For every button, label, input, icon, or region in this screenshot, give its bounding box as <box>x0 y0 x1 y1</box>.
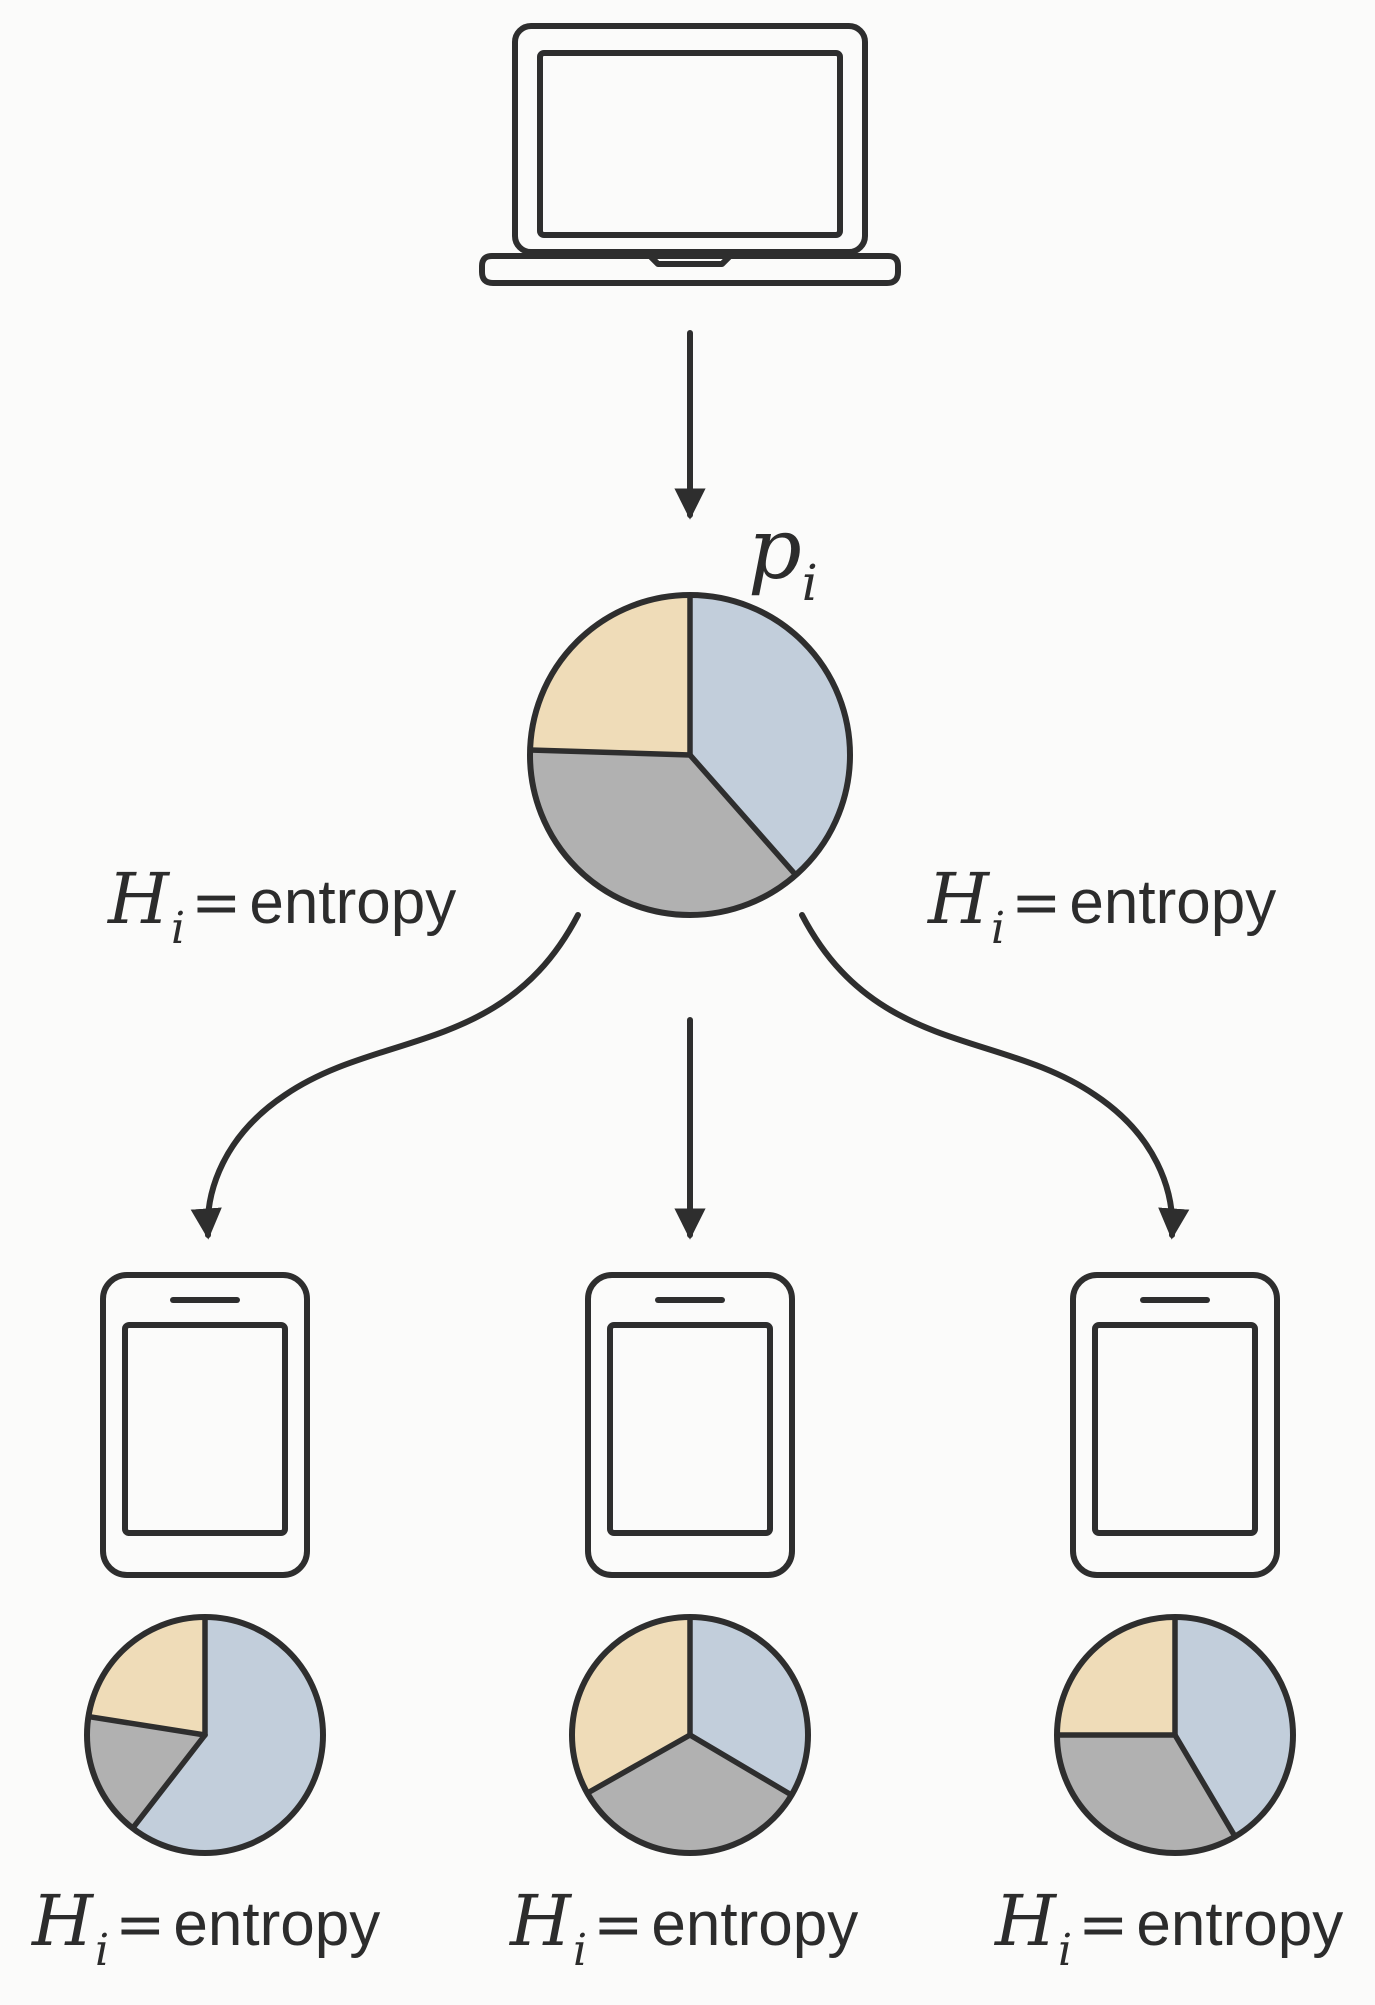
phone-icon <box>100 1272 310 1578</box>
pie-outline <box>1054 1614 1296 1856</box>
arrow-to-device-3 <box>799 912 1190 1240</box>
entropy-subscript: i <box>171 903 186 954</box>
equals-sign: = <box>1011 868 1062 938</box>
phone-icon <box>1070 1272 1280 1578</box>
pie-divider <box>85 1713 208 1738</box>
entropy-symbol: H <box>928 858 990 940</box>
arrow-to-device-1 <box>190 912 581 1240</box>
entropy-symbol: H <box>32 1880 94 1962</box>
device-3-distribution-pie <box>1054 1614 1296 1856</box>
device-1-distribution-pie <box>84 1614 326 1856</box>
equals-sign: = <box>115 1890 166 1960</box>
entropy-word: entropy <box>1136 1890 1344 1959</box>
entropy-word: entropy <box>1069 868 1277 937</box>
distribution-subscript: i <box>801 554 818 612</box>
equals-sign: = <box>593 1890 644 1960</box>
pie-divider <box>129 1732 208 1831</box>
entropy-word: entropy <box>173 1890 381 1959</box>
device-1-entropy-label: Hi=entropy <box>32 1880 381 1976</box>
entropy-subscript: i <box>991 903 1006 954</box>
pie-slice-tan <box>1057 1617 1175 1735</box>
device-2-entropy-label: Hi=entropy <box>510 1880 859 1976</box>
pie-outline <box>569 1614 811 1856</box>
entropy-subscript: i <box>1058 1925 1073 1976</box>
entropy-subscript: i <box>95 1925 110 1976</box>
central-distribution-pie <box>527 592 853 918</box>
pie-slice-tan <box>88 1617 205 1735</box>
entropy-subscript: i <box>573 1925 588 1976</box>
pie-slice-blue <box>690 595 850 876</box>
entropy-symbol: H <box>995 1880 1057 1962</box>
entropy-word: entropy <box>651 1890 859 1959</box>
pie-outline <box>527 592 853 918</box>
pie-divider <box>1172 1732 1238 1840</box>
laptop-icon <box>479 23 901 286</box>
entropy-symbol: H <box>510 1880 572 1962</box>
device-2-distribution-pie <box>569 1614 811 1856</box>
phone-icon <box>585 1272 795 1578</box>
distribution-label: pi <box>748 500 818 612</box>
pie-divider <box>584 1732 693 1796</box>
entropy-word: entropy <box>249 868 457 937</box>
equals-sign: = <box>191 868 242 938</box>
pie-divider <box>527 747 693 758</box>
pie-slice-gray <box>530 749 796 915</box>
equals-sign: = <box>1078 1890 1129 1960</box>
pie-divider <box>687 752 799 878</box>
pie-slice-blue <box>132 1617 324 1853</box>
entropy-symbol: H <box>108 858 170 940</box>
distribution-symbol: p <box>748 500 802 598</box>
edge-label-right: Hi=entropy <box>928 858 1277 954</box>
edge-label-left: Hi=entropy <box>108 858 457 954</box>
pie-slice-gray <box>87 1716 205 1829</box>
device-3-entropy-label: Hi=entropy <box>995 1880 1344 1976</box>
pie-divider <box>687 1732 795 1798</box>
pie-slice-tan <box>530 595 690 755</box>
pie-outline <box>84 1614 326 1856</box>
